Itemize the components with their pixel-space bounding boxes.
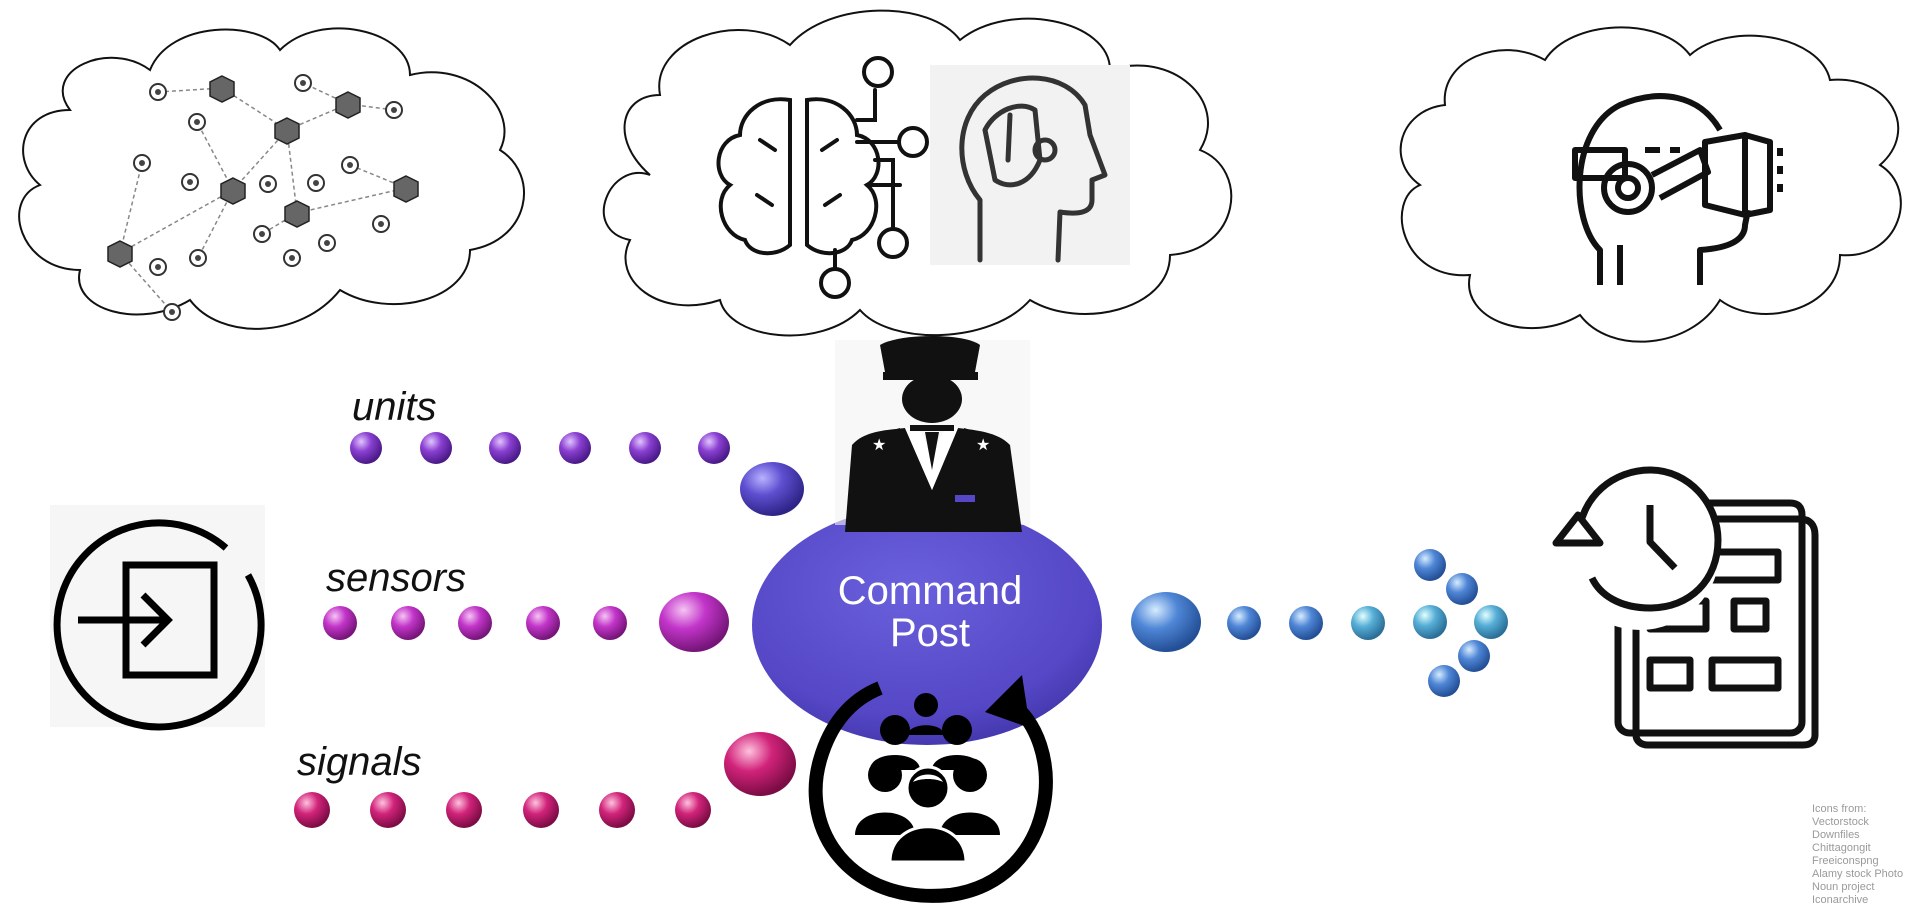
output-arrow-dot — [1413, 605, 1447, 639]
units-dot — [489, 432, 521, 464]
officer-cap — [880, 336, 980, 372]
vr-headset-person-icon — [1572, 93, 1783, 285]
sign-in-icon — [50, 505, 265, 731]
command-post-label: Command Post — [760, 570, 1100, 654]
sensors-stream — [323, 592, 729, 652]
sensors-dot-large — [659, 592, 729, 652]
units-dot — [420, 432, 452, 464]
output-dot — [1289, 606, 1323, 640]
military-officer-icon: ★ ★ — [835, 336, 1030, 532]
network-graph-icon — [107, 74, 419, 321]
output-arrow-dot — [1474, 605, 1508, 639]
units-dot — [559, 432, 591, 464]
network-cloud — [18, 27, 525, 330]
units-dot — [698, 432, 730, 464]
output-arrow-dot — [1446, 573, 1478, 605]
credit-line: Downfiles — [1812, 829, 1860, 841]
sensors-dot — [593, 606, 627, 640]
vr-cloud — [1399, 26, 1902, 343]
team-cycle-icon — [808, 675, 1053, 903]
brain-circuit-icon — [716, 56, 929, 299]
people-group — [855, 693, 1000, 864]
output-arrow-dot — [1414, 549, 1446, 581]
signals-dot — [599, 792, 635, 828]
sensors-dot — [458, 606, 492, 640]
command-post-line2: Post — [889, 611, 971, 655]
output-arrow-dot — [1458, 640, 1490, 672]
credit-line: Freeiconspng — [1812, 855, 1879, 867]
units-stream — [350, 432, 804, 516]
robot-head-icon — [959, 75, 1108, 263]
signals-dot — [523, 792, 559, 828]
credit-line: Alamy stock Photo — [1812, 868, 1904, 880]
credit-line: Noun project — [1812, 881, 1875, 893]
signals-dot — [446, 792, 482, 828]
sign-in-backdrop — [50, 505, 265, 727]
svg-text:★: ★ — [976, 435, 990, 454]
units-dot-large — [740, 462, 804, 516]
output-dot — [1227, 606, 1261, 640]
output-stream — [1131, 549, 1508, 697]
signals-stream — [294, 732, 796, 828]
credit-line: Icons from: — [1812, 803, 1867, 815]
command-post-line1: Command — [837, 569, 1023, 613]
officer-body — [845, 428, 1022, 532]
sensors-dot — [323, 606, 357, 640]
sensors-label: sensors — [326, 556, 467, 600]
signals-dot — [294, 792, 330, 828]
signals-dot — [675, 792, 711, 828]
signals-dot-large — [724, 732, 796, 796]
cloud-outline — [602, 9, 1233, 337]
signals-label: signals — [297, 740, 422, 784]
output-arrow-dot — [1428, 665, 1460, 697]
credit-line: Chittagongit — [1812, 842, 1871, 854]
units-dot — [350, 432, 382, 464]
cycle-arrowhead — [985, 675, 1030, 728]
icon-credits: Icons from: Vectorstock Downfiles Chitta… — [1812, 803, 1910, 907]
schedule-history-icon — [1552, 466, 1819, 749]
cycle-arrow — [808, 681, 1053, 903]
units-dot — [629, 432, 661, 464]
svg-text:★: ★ — [872, 435, 886, 454]
units-label: units — [352, 385, 437, 429]
signals-dot — [370, 792, 406, 828]
credit-line: Iconarchive — [1812, 894, 1869, 906]
output-dot-large — [1131, 592, 1201, 652]
ai-cloud — [602, 9, 1233, 337]
credit-line: Vectorstock — [1812, 816, 1869, 828]
sensors-dot — [526, 606, 560, 640]
output-dot — [1351, 606, 1385, 640]
sensors-dot — [391, 606, 425, 640]
